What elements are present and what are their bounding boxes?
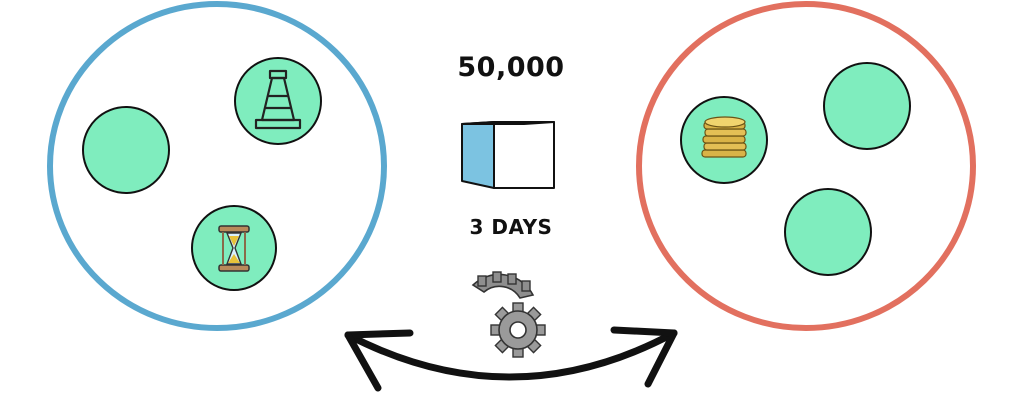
quantity-label: 50,000 — [457, 52, 565, 83]
left-group-circle — [47, 1, 387, 331]
traffic-cone-icon — [254, 69, 302, 130]
duration-label: 3 DAYS — [469, 215, 553, 239]
left-group — [47, 1, 387, 331]
gears-icon — [471, 271, 546, 358]
right-node-coins — [680, 96, 768, 184]
cube-icon — [461, 121, 555, 189]
left-node-cone — [234, 57, 322, 145]
right-group-circle — [636, 1, 976, 331]
right-node-plain-top — [823, 62, 911, 150]
left-node-plain — [82, 106, 170, 194]
right-node-plain-bottom — [784, 188, 872, 276]
hourglass-icon — [218, 225, 250, 272]
double-arrow-icon — [344, 326, 678, 392]
left-node-hourglass — [191, 205, 277, 291]
coin-stack-icon — [701, 116, 747, 158]
right-group — [636, 1, 976, 331]
